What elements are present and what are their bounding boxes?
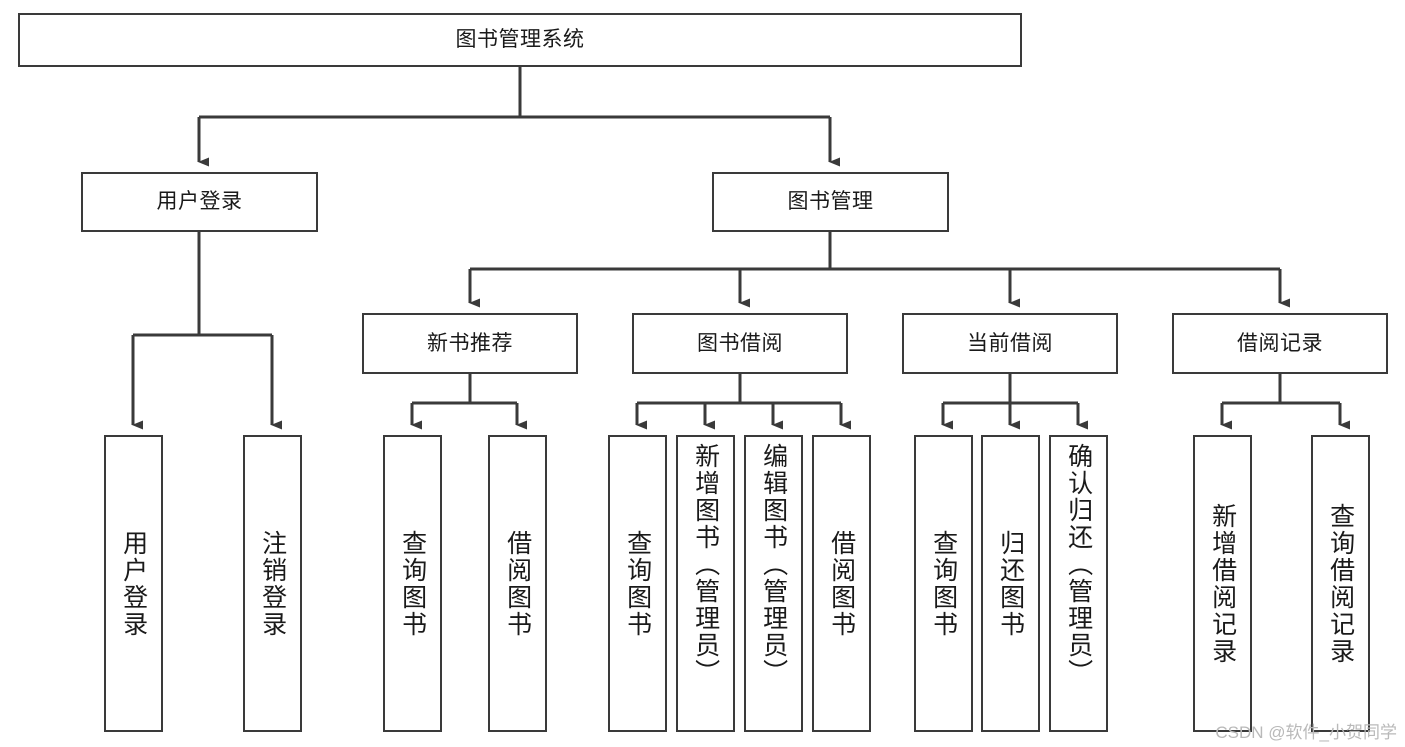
- node-label: 查询借阅记录: [1326, 502, 1355, 665]
- node-label: 新增借阅记录: [1208, 502, 1237, 665]
- leaf-user-login-login[interactable]: 用户登录: [104, 435, 163, 732]
- node-label: 图书管理: [787, 190, 874, 214]
- node-label: 图书管理系统: [455, 28, 585, 52]
- node-label: 新书推荐: [427, 331, 513, 355]
- node-new-book-recommendation[interactable]: 新书推荐: [362, 313, 578, 374]
- leaf-new-book-query-book[interactable]: 查询图书: [383, 435, 442, 732]
- leaf-record-add-borrow-record[interactable]: 新增借阅记录: [1193, 435, 1252, 732]
- node-label: 编辑图书（管理员）: [759, 443, 788, 686]
- leaf-current-query-book[interactable]: 查询图书: [914, 435, 973, 732]
- node-label: 当前借阅: [967, 331, 1053, 355]
- node-label: 查询图书: [398, 529, 427, 638]
- node-label: 注销登录: [258, 529, 287, 638]
- node-label: 借阅图书: [503, 529, 532, 638]
- leaf-borrow-query-book[interactable]: 查询图书: [608, 435, 667, 732]
- csdn-watermark: CSDN @软件_小贺同学: [1215, 723, 1397, 742]
- leaf-borrow-borrow-book[interactable]: 借阅图书: [812, 435, 871, 732]
- node-label: 查询图书: [623, 529, 652, 638]
- node-label: 借阅记录: [1237, 331, 1323, 355]
- node-label: 新增图书（管理员）: [691, 443, 720, 686]
- node-label: 归还图书: [996, 529, 1025, 638]
- node-label: 图书借阅: [697, 331, 783, 355]
- node-label: 确认归还（管理员）: [1064, 443, 1093, 686]
- node-label: 用户登录: [119, 529, 148, 638]
- leaf-record-query-borrow-record[interactable]: 查询借阅记录: [1311, 435, 1370, 732]
- leaf-user-login-logout[interactable]: 注销登录: [243, 435, 302, 732]
- leaf-borrow-add-book-admin[interactable]: 新增图书（管理员）: [676, 435, 735, 732]
- leaf-borrow-edit-book-admin[interactable]: 编辑图书（管理员）: [744, 435, 803, 732]
- node-current-borrowing[interactable]: 当前借阅: [902, 313, 1118, 374]
- leaf-current-confirm-return-admin[interactable]: 确认归还（管理员）: [1049, 435, 1108, 732]
- leaf-new-book-borrow-book[interactable]: 借阅图书: [488, 435, 547, 732]
- leaf-current-return-book[interactable]: 归还图书: [981, 435, 1040, 732]
- node-label: 借阅图书: [827, 529, 856, 638]
- node-user-login[interactable]: 用户登录: [81, 172, 318, 232]
- node-label: 用户登录: [156, 190, 243, 214]
- node-root-book-management-system[interactable]: 图书管理系统: [18, 13, 1022, 67]
- node-book-borrowing[interactable]: 图书借阅: [632, 313, 848, 374]
- node-label: 查询图书: [929, 529, 958, 638]
- node-borrow-records[interactable]: 借阅记录: [1172, 313, 1388, 374]
- node-book-management[interactable]: 图书管理: [712, 172, 949, 232]
